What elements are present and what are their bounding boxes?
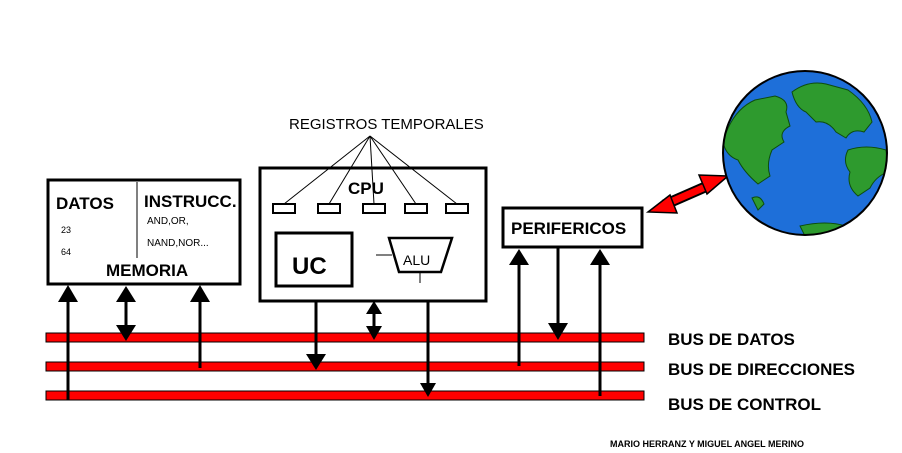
arrow-up-memoria-control [58, 285, 78, 302]
memoria-title: MEMORIA [106, 261, 188, 280]
register-0 [272, 203, 296, 214]
arrow-up-cpu-datos [366, 301, 382, 314]
arrow-down-cpu-control [420, 383, 436, 397]
arrow-down-cpu-datos [366, 326, 382, 340]
register-1 [317, 203, 341, 214]
instrucc-label: INSTRUCC. [144, 192, 237, 211]
arrow-up-memoria-direcciones [190, 285, 210, 302]
perifericos-label: PERIFERICOS [511, 219, 626, 238]
instrucc-line-0: AND,OR, [147, 216, 189, 227]
globe-icon [722, 70, 888, 236]
bus-control-label: BUS DE CONTROL [668, 395, 821, 414]
alu-shape [387, 236, 454, 274]
datos-value-1: 64 [61, 247, 71, 257]
bus-datos-label: BUS DE DATOS [668, 330, 795, 349]
instrucc-line-1: NAND,NOR... [147, 238, 209, 249]
alu-label: ALU [403, 252, 430, 268]
link-arrow [645, 174, 730, 214]
arrow-up-memoria-datos [116, 286, 136, 302]
registros-pointer-lines [283, 135, 458, 205]
arrow-up-perifericos-control [590, 249, 610, 265]
arrow-up-perifericos-direcciones [509, 249, 529, 265]
registros-temporales-label: REGISTROS TEMPORALES [289, 116, 484, 133]
bus-direcciones-label: BUS DE DIRECCIONES [668, 360, 855, 379]
bus-datos-line [45, 332, 645, 343]
cpu-title: CPU [348, 179, 384, 198]
register-3 [404, 203, 428, 214]
datos-value-0: 23 [61, 225, 71, 235]
bus-control-line [45, 390, 645, 401]
memoria-box [46, 178, 242, 286]
bus-direcciones-line [45, 361, 645, 372]
perifericos-box [501, 206, 644, 249]
memoria-block: DATOS 23 64 INSTRUCC. AND,OR, NAND,NOR..… [46, 178, 242, 286]
bus-connections [58, 247, 610, 400]
uc-box [274, 231, 354, 288]
arrow-down-memoria-datos [116, 325, 136, 341]
credit-text: MARIO HERRANZ Y MIGUEL ANGEL MERINO [610, 439, 804, 449]
register-2 [362, 203, 386, 214]
uc-label: UC [292, 253, 327, 280]
register-4 [445, 203, 469, 214]
datos-label: DATOS [56, 194, 114, 213]
arrow-down-perifericos-datos [548, 323, 568, 340]
arrow-down-cpu-direcciones [306, 354, 326, 370]
